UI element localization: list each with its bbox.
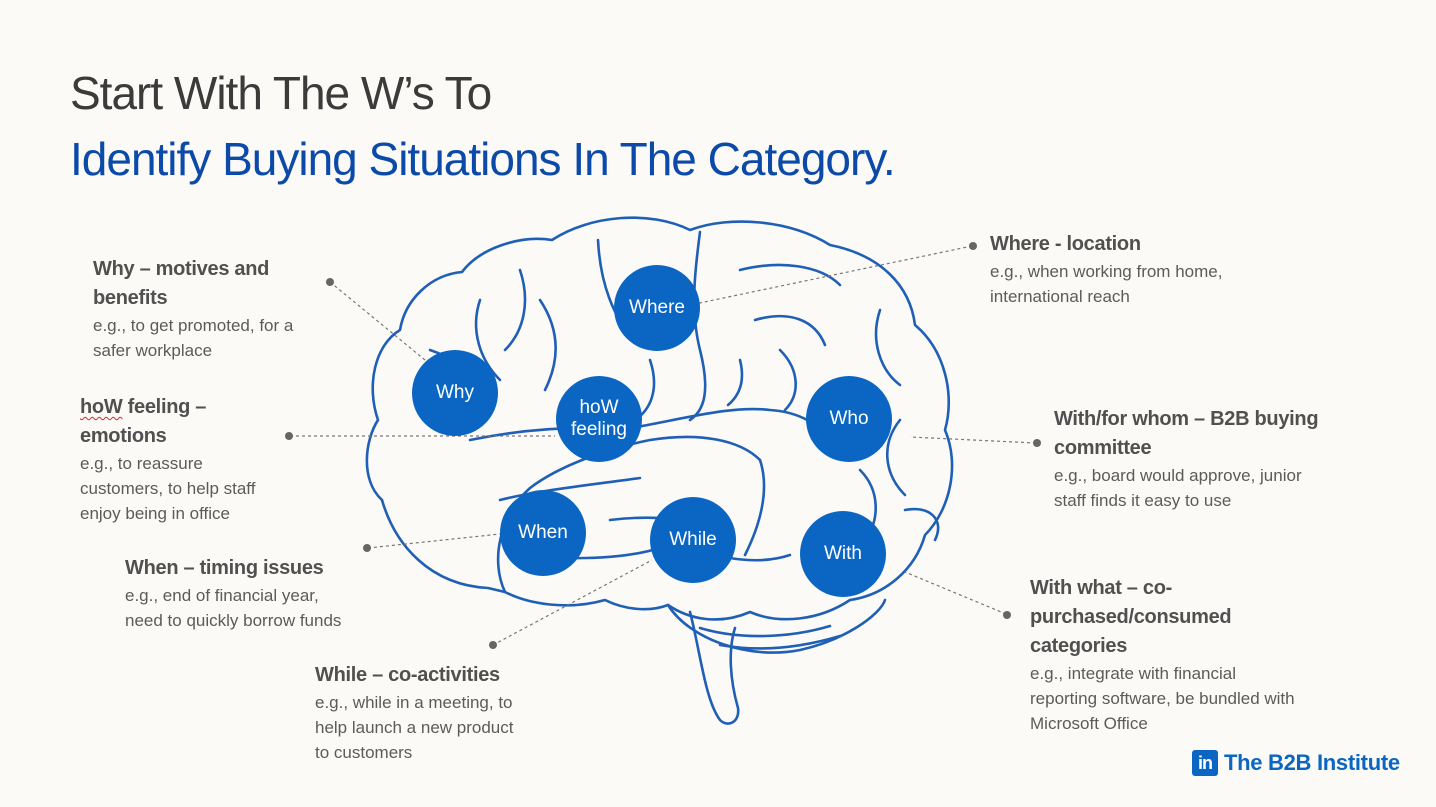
node-where: Where [614,265,700,351]
callout-where-description: e.g., when working from home,internation… [990,262,1223,306]
node-while: While [650,497,736,583]
callout-where-heading: Where - location [990,233,1141,255]
leader-dots [285,242,1041,649]
callout-while-heading: While – co-activities [315,664,500,686]
leader-lines [290,245,1037,646]
brand-lockup: in The B2B Institute [1192,750,1400,776]
callout-when-description: e.g., end of financial year,need to quic… [125,586,342,630]
title-line-2: Identify Buying Situations In The Catego… [70,133,896,185]
callout-when: When – timing issues e.g., end of financ… [125,554,341,633]
callout-where: Where - location e.g., when working from… [990,230,1222,309]
brand-name: The B2B Institute [1224,750,1400,775]
callout-how-heading: hoW feeling –emotions [80,396,207,447]
node-who: Who [806,376,892,462]
title-line-1: Start With The W’s To [70,67,492,119]
callout-when-heading: When – timing issues [125,557,324,579]
callout-while: While – co-activities e.g., while in a m… [315,661,513,765]
node-with: With [800,511,886,597]
node-when: When [500,490,586,576]
node-why: Why [412,350,498,436]
linkedin-logo-icon: in [1192,750,1218,776]
